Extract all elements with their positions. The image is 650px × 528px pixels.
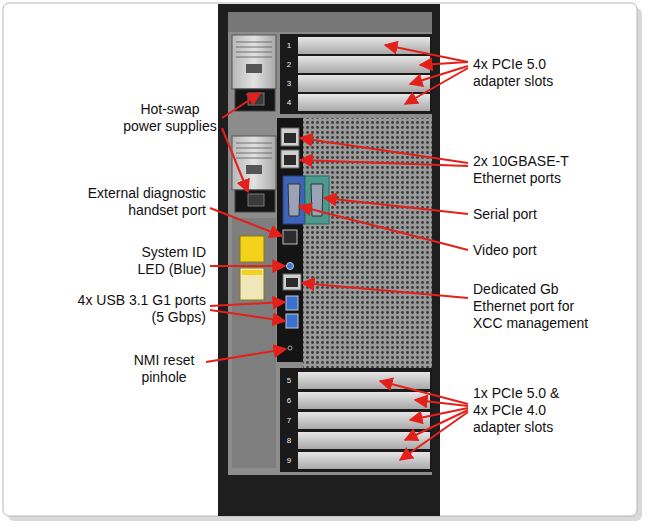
leader-line [420,62,468,65]
callout-label: 1x PCIe 5.0 & 4x PCIe 4.0 adapter slots [473,385,575,436]
slot-cage [280,368,432,472]
warning-stripe [242,270,262,275]
leader-line [300,160,468,166]
slot-number: 9 [281,456,297,465]
leader-line [210,208,282,236]
video-port-block [283,176,305,224]
ethernet-port [281,150,299,168]
diagnostic-port [283,230,297,244]
slot-number: 3 [281,79,297,88]
callout-label: Serial port [473,206,623,223]
leader-line [405,68,468,104]
serial-port-block [305,176,329,224]
callout-label: 2x 10GBASE-T Ethernet ports [473,153,585,187]
slot-cover [298,392,430,409]
psu-vents [236,143,272,158]
nmi-pinhole [288,346,292,350]
rear-plate [228,12,432,475]
slot-cover [298,452,430,469]
psu-handle [235,190,275,212]
leader-line [222,128,248,192]
slot-cover [298,94,430,111]
callout-label: Dedicated Gb Ethernet port for XCC manag… [473,281,595,332]
usb-port [286,314,298,328]
id-led [287,263,294,270]
power-supply [232,35,276,89]
ethernet-jack [284,155,296,165]
callout-label: System ID LED (Blue) [126,244,206,278]
leader-line [222,93,260,118]
leader-line [210,302,285,306]
usb-port [286,296,298,310]
leader-line [210,265,285,267]
leader-line [302,283,468,298]
io-strip [277,118,303,362]
leader-line [405,410,468,440]
slot-number: 5 [281,376,297,385]
callout-label: Video port [473,242,623,259]
warning-label [240,236,264,262]
video-connector [288,184,300,216]
psu-vents [236,42,272,57]
top-rim [228,12,432,32]
leader-line [300,138,468,163]
slot-number: 8 [281,436,297,445]
slot-cover [298,56,430,73]
slot-number: 1 [281,41,297,50]
ethernet-jack [286,278,298,287]
xcc-ethernet-port [283,274,301,290]
slot-cover [298,432,430,449]
leader-line [324,198,468,214]
callout-label: External diagnostic handset port [76,185,206,219]
power-supply [232,136,276,190]
leader-line [206,349,286,362]
left-panel [232,218,276,468]
leader-line [415,400,468,406]
leader-line [210,310,285,321]
ethernet-jack [284,133,296,143]
callout-label: Hot-swap power supplies [121,101,219,135]
slot-cover [298,37,430,54]
warning-label [240,268,264,300]
leader-line [299,206,468,250]
psu-label-plate [246,64,262,73]
slot-number: 7 [281,416,297,425]
leader-line [385,45,468,62]
leader-line [400,412,468,460]
slot-number: 2 [281,60,297,69]
ethernet-port [281,128,299,146]
callout-label: 4x USB 3.1 G1 ports (5 Gbps) [71,292,206,326]
power-socket [248,194,264,206]
frame [3,3,637,516]
callout-label: NMI reset pinhole [128,352,200,386]
psu-handle [235,89,275,111]
leader-line [410,66,468,84]
psu-label-plate [246,165,262,174]
slot-cover [298,372,430,389]
slot-number: 4 [281,98,297,107]
leader-lines [206,45,468,460]
callout-label: 4x PCIe 5.0 adapter slots [473,56,578,90]
slot-number: 6 [281,396,297,405]
